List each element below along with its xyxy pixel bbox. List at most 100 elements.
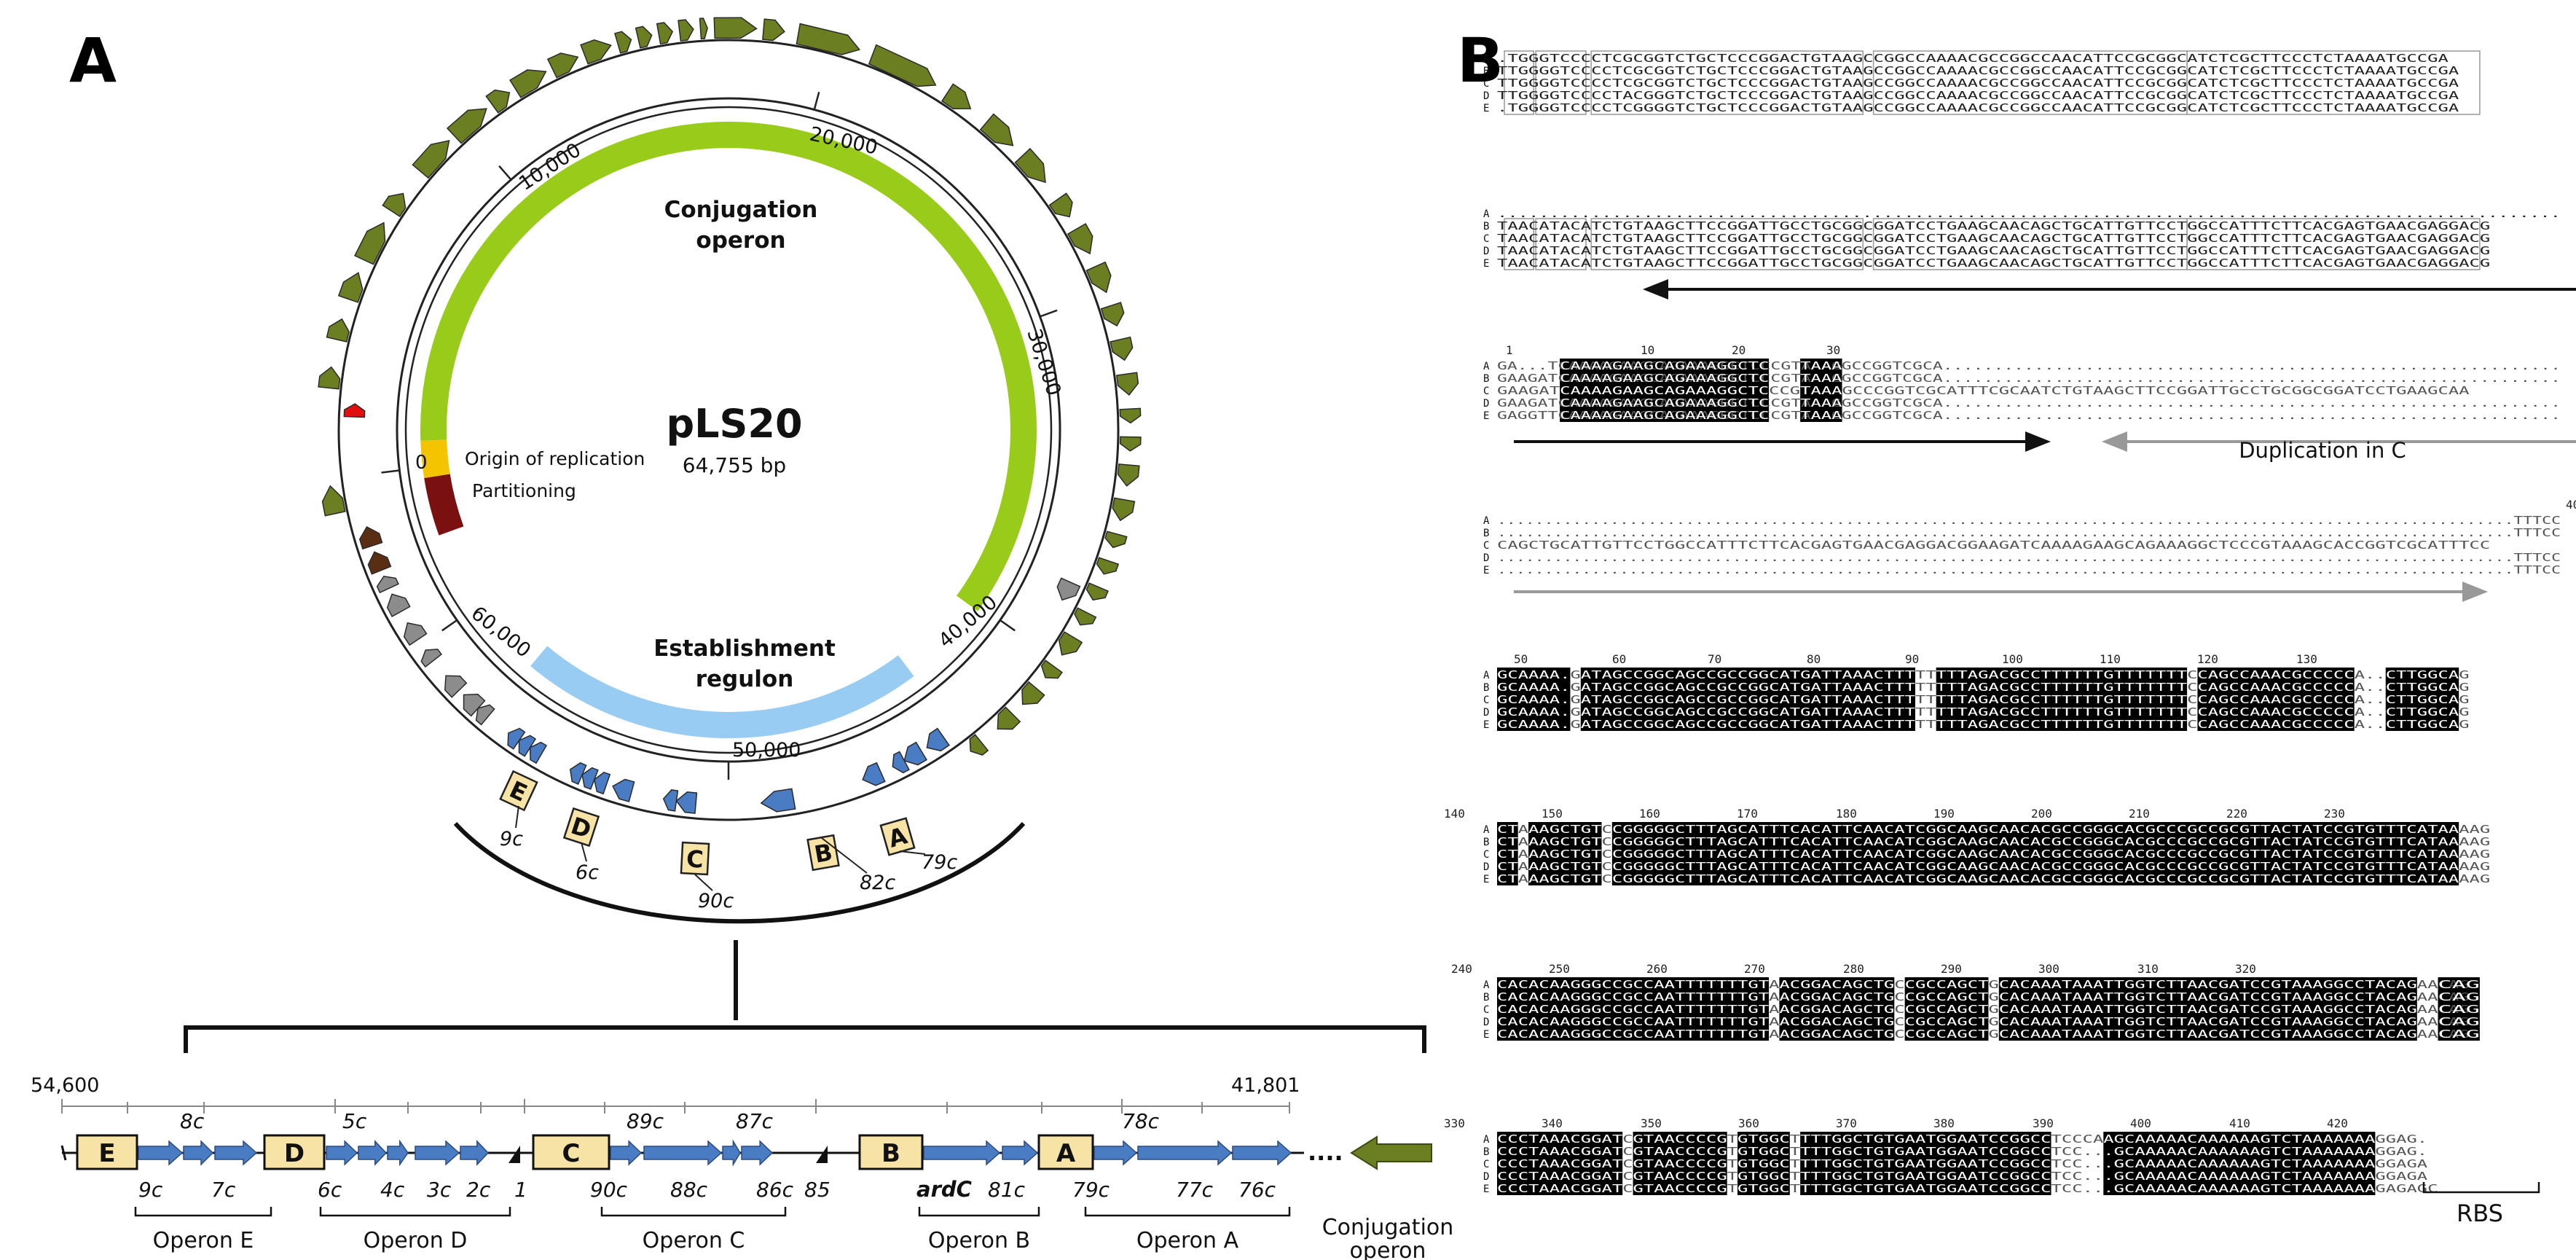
conj-operon-label-line2: operon (1350, 1238, 1426, 1260)
bottom-label-77c: 77c (1176, 1178, 1214, 1202)
sequence-row: TAACATACATCTGTAAGCTTCCGGATTGCCTGCGGCGGAT… (1497, 232, 2490, 245)
conserved-sequence: GTGGC (1737, 1182, 1790, 1195)
conserved-sequence: CAGCCAAACGCCCCC (2197, 681, 2354, 694)
sequence-row: CAGCTGCATTGTTCCTGGCCATTTCTTCACGAGTGAACGA… (1497, 539, 2490, 552)
sequence-id: C (1483, 1004, 1489, 1016)
gene-arrow-24 (1119, 407, 1142, 424)
ruler-label: 200 (2031, 807, 2052, 821)
bottom-label-7c: 7c (211, 1178, 236, 1202)
conserved-sequence: GTGGC (1737, 1170, 1790, 1183)
bottom-label-85: 85 (804, 1178, 830, 1202)
conserved-sequence: GTAACCCCG (1633, 1182, 1727, 1195)
conserved-sequence: CGCCAGCT (1905, 1028, 1989, 1041)
ring-operon-d: D (562, 807, 600, 848)
conserved-block (1737, 1132, 1790, 1195)
ring-gene-82c: 82c (860, 872, 895, 894)
bottom-label-76c: 76c (1238, 1178, 1276, 1202)
ruler-label: 60 (1612, 652, 1626, 666)
sequence-row: CCCTAAACGGATCGTAACCCCGTGTGGCTTTTGGCTGTGA… (1497, 1170, 2427, 1183)
conserved-sequence: GTAACCCCG (1633, 1145, 1727, 1158)
conserved-sequence: CCCTAAACGGAT (1497, 1132, 1622, 1146)
conserved-sequence: CAAAAGAAGCAGAAAGGCTC (1560, 396, 1769, 410)
conserved-sequence: CGCCAGCT (1905, 1015, 1989, 1028)
conserved-sequence: CAAAAGAAGCAGAAAGGCTC (1560, 409, 1769, 422)
ruler-label: 130 (2296, 652, 2317, 666)
conserved-sequence: ACGGACAGCTG (1779, 1028, 1894, 1041)
sequence-row: TAACATACATCTGTAAGCTTCCGGATTGCCTGCGGCGGAT… (1497, 219, 2490, 232)
conserved-sequence: CT (1497, 823, 1518, 836)
identity-box (2186, 218, 2481, 270)
ruler-label: 120 (2197, 652, 2218, 666)
conserved-sequence: AAGCTGT (1528, 860, 1601, 873)
rbs-bracket (2422, 1182, 2540, 1194)
conserved-sequence: GTGGC (1737, 1145, 1790, 1158)
ring-operon-boxes: E D C B A 9c 6c 90c 82c 79c (499, 770, 957, 912)
gene-arrow-44 (662, 789, 679, 812)
ruler-label: 330 (1444, 1116, 1465, 1130)
gene-arrow-34 (1021, 681, 1045, 705)
gene-arrow-28 (1104, 531, 1128, 549)
sequence-id: A (1483, 670, 1490, 681)
conserved-sequence: TTTGGCTGTGAATGGAATCCGGCC (1800, 1170, 2051, 1183)
gene-arrow-32 (1058, 631, 1083, 656)
bottom-label-90c: 90c (590, 1178, 628, 1202)
ring-operon-e: E (499, 770, 538, 812)
gene-arrow-27 (1112, 497, 1136, 522)
sequence-row: TTGGGGTCCCCTCGCGGTCTGCTCCCGGACTGTAAGCCGG… (1497, 64, 2459, 77)
left-end-mark (60, 1145, 67, 1161)
conserved-sequence: CTTGGCA (2386, 668, 2459, 681)
gene-arrow-33 (1040, 660, 1063, 679)
conserved-sequence: GTAACCCCG (1633, 1170, 1727, 1183)
identity-box (1590, 50, 1864, 115)
conserved-block (1998, 977, 2417, 1041)
ruler-label: 30 (1826, 343, 1840, 357)
conserved-block (1560, 359, 1770, 422)
sequence-row: CACACAAGGGCCGCCAATTTTTTTGTAACGGACAGCTGCC… (1497, 1003, 2470, 1016)
conserved-sequence: CGGGGGCTTTAGCATTTCACATTCAACATCGGCAAGCAAC… (1612, 823, 2459, 836)
sequence-id: D (1483, 90, 1489, 102)
ruler-label: 150 (1542, 807, 1563, 821)
panel-a-label: A (69, 25, 117, 96)
gene-arrow-18 (1048, 192, 1073, 218)
sequence-row: TAACATACATCTGTAAGCTTCCGGATTGCCTGCGGCGGAT… (1497, 257, 2490, 270)
identity-box (1590, 218, 1864, 270)
sequence-row: GAAGATCAAAAGAAGCAGAAAGGCTCCCGTAAAGCCCGGT… (1497, 384, 2470, 397)
ruler-label: 190 (1933, 807, 1955, 821)
conserved-sequence: CGCCAGCT (1905, 990, 1989, 1003)
conserved-sequence: CTTGGCA (2386, 681, 2459, 694)
conserved-sequence: .GCAAAAACAAAAAAGTCTAAAAAAA (2103, 1145, 2375, 1158)
sequence-row: CTAAAGCTGTCCGGGGGCTTTAGCATTTCACATTCAACAT… (1497, 872, 2490, 885)
linear-genes (138, 1139, 1292, 1167)
top-label-8c: 8c (180, 1109, 205, 1133)
gene-arrow-11 (713, 17, 758, 39)
gene-arrow-15 (941, 83, 972, 110)
conserved-sequence: CACAAATAAATTGGTCTTAACGATCCGTAAAGGCCTACAG (1999, 1015, 2417, 1028)
sequence-id: A (1483, 1134, 1490, 1146)
gene-arrow-14 (868, 44, 937, 87)
ruler-label: 290 (1941, 962, 1962, 976)
conserved-sequence: AAGCTGT (1528, 823, 1601, 836)
arrow-block2-left-head (1643, 279, 1668, 300)
conserved-sequence: ACGGACAGCTG (1779, 978, 1894, 991)
gene-arrow-57 (386, 593, 411, 618)
ruler-label: 180 (1836, 807, 1857, 821)
gene-arrow-1 (446, 108, 487, 144)
gene-arrow-63 (318, 366, 341, 390)
sequence-id: B (1483, 1146, 1489, 1158)
rbs-label: RBS (2457, 1200, 2503, 1227)
linear-gene-0 (138, 1140, 184, 1166)
bottom-label-3c: 3c (427, 1178, 452, 1202)
conjugation-operon-arrow (1350, 1135, 1432, 1170)
conserved-sequence: CAGCCAAACGCCCCC (2197, 668, 2354, 681)
gene-arrow-31 (1074, 607, 1097, 626)
sequence-id: B (1483, 221, 1489, 232)
partitioning-arc (424, 474, 464, 536)
sequence-id: D (1483, 707, 1489, 719)
conserved-sequence: .GCAAAAACAAAAAAGTCTAAAAAAA (2103, 1182, 2375, 1195)
gene-arrow-54 (444, 675, 468, 698)
establishment-label-line2: regulon (696, 666, 794, 692)
sequence-row: .TGGGTCCCCTCGCGGTCTGCTCCCGGACTGTAAGCCGGC… (1497, 52, 2449, 65)
conserved-sequence: AGCAAAAACAAAAAAGTCTAAAAAAA (2103, 1132, 2375, 1146)
sequence-id: A (1483, 361, 1490, 372)
ring-operon-c: C (680, 841, 710, 876)
